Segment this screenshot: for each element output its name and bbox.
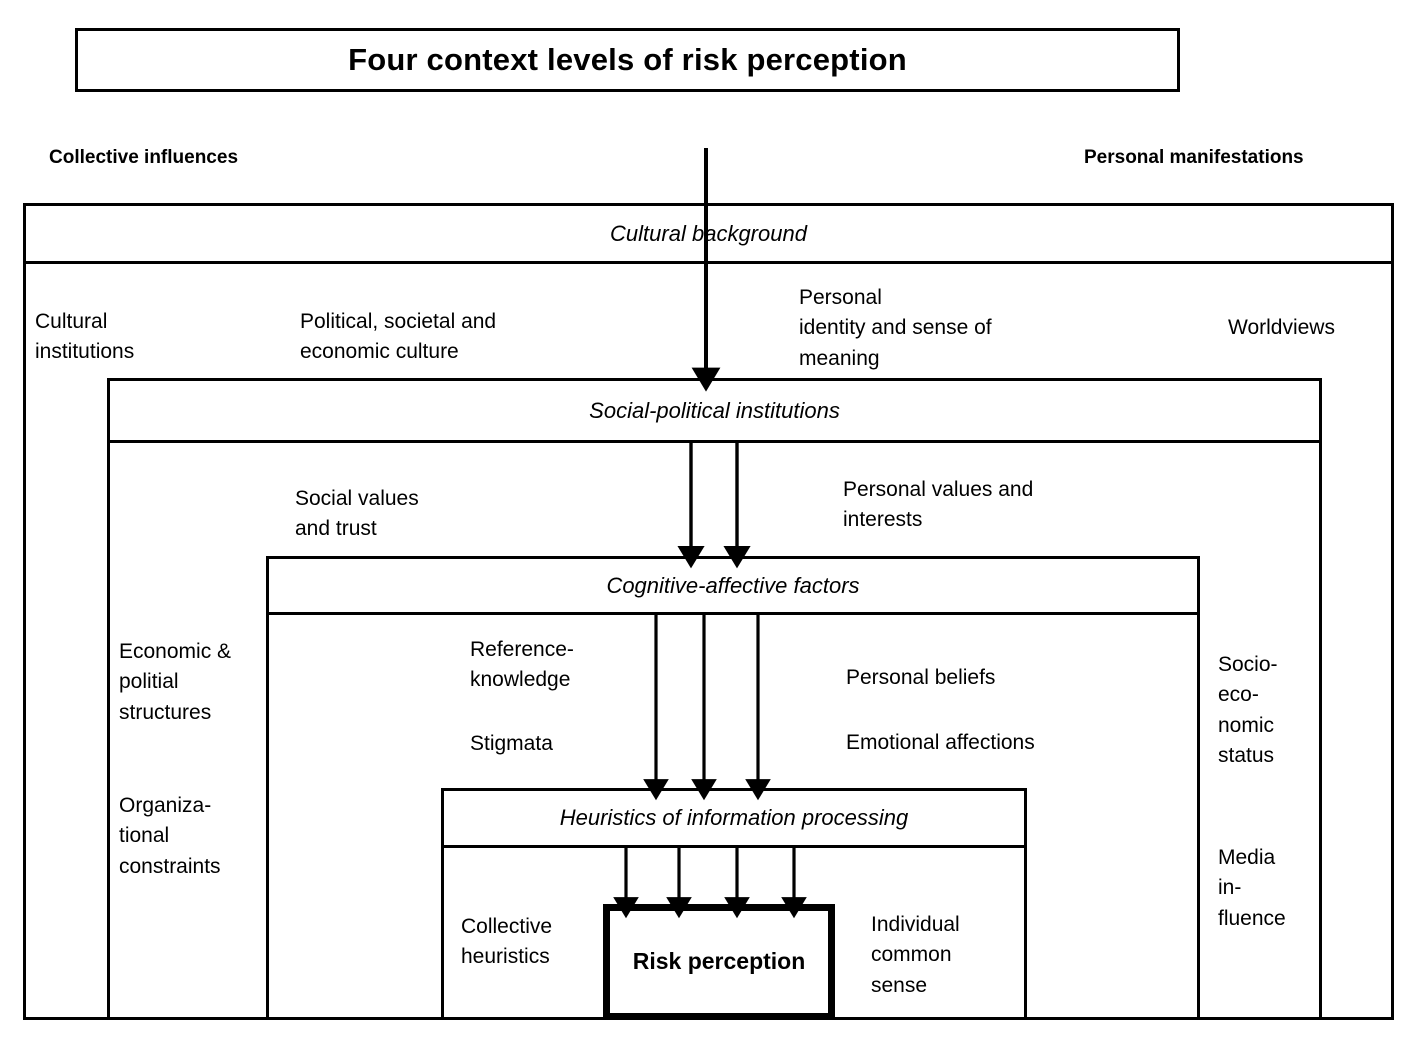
level-header-social-political-institutions: Social-political institutions (110, 381, 1319, 443)
descriptor-media-influence: Media in- fluence (1218, 846, 1286, 930)
level-header-label: Social-political institutions (589, 397, 840, 423)
descriptor-collective-heuristics: Collective heuristics (461, 915, 553, 969)
descriptor-political-societal-economic-culture: Political, societal and economic culture (300, 310, 497, 364)
descriptor-socio-economic-status: Socio- eco- nomic status (1218, 653, 1278, 768)
descriptor-reference-knowledge: Reference- knowledge (470, 638, 574, 692)
core-node-label: Risk perception (632, 948, 806, 975)
level-header-label: Cultural background (610, 220, 807, 246)
descriptor-personal-values-and-interests: Personal values and interests (843, 478, 1034, 532)
page-title: Four context levels of risk perception (348, 42, 907, 77)
descriptor-personal-identity-and-sense-of-meaning: Personal identity and sense of meaning (799, 286, 992, 370)
descriptor-personal-beliefs: Personal beliefs (846, 666, 996, 689)
descriptor-economic-and-polital-structures: Economic & politial structures (119, 640, 232, 724)
level-header-cognitive-affective-factors: Cognitive-affective factors (269, 559, 1197, 615)
descriptor-social-values-and-trust: Social values and trust (295, 487, 419, 541)
caption-personal-manifestations: Personal manifestations (1084, 147, 1304, 168)
level-header-label: Cognitive-affective factors (606, 572, 860, 598)
level-header-cultural-background: Cultural background (26, 206, 1391, 264)
level-header-heuristics: Heuristics of information processing (444, 791, 1024, 848)
descriptor-worldviews: Worldviews (1228, 316, 1335, 339)
caption-collective-influences: Collective influences (49, 147, 239, 168)
descriptor-stigmata: Stigmata (470, 732, 553, 755)
core-node-risk-perception: Risk perception (603, 904, 835, 1020)
descriptor-individual-common-sense: Individual common sense (871, 913, 960, 997)
level-header-label: Heuristics of information processing (559, 805, 909, 830)
descriptor-organizational-constraints: Organiza- tional constraints (119, 794, 221, 878)
diagram-title-box: Four context levels of risk perception (75, 28, 1180, 92)
descriptor-cultural-institutions: Cultural institutions (35, 310, 135, 364)
descriptor-emotional-affections: Emotional affections (846, 731, 1035, 754)
